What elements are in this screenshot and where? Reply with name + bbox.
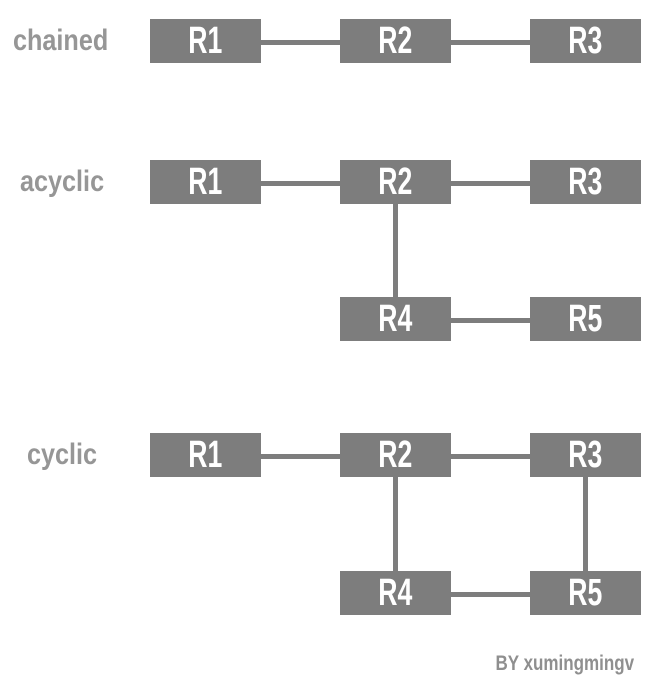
edge-cyclic-r3-r5 bbox=[583, 475, 588, 573]
node-cyclic-r5-label: R5 bbox=[568, 572, 603, 614]
byline: BY xumingmingv bbox=[463, 652, 634, 676]
node-chained-r1: R1 bbox=[150, 19, 261, 63]
node-cyclic-r1-label: R1 bbox=[188, 434, 223, 476]
node-chained-r3-label: R3 bbox=[568, 20, 603, 62]
node-cyclic-r2: R2 bbox=[340, 433, 451, 477]
edge-cyclic-r1-r2 bbox=[258, 454, 343, 459]
node-cyclic-r3-label: R3 bbox=[568, 434, 603, 476]
node-acyclic-r2: R2 bbox=[340, 160, 451, 204]
section-label-chained: chained bbox=[13, 19, 126, 63]
node-cyclic-r4: R4 bbox=[340, 571, 451, 615]
node-acyclic-r4-label: R4 bbox=[378, 298, 413, 340]
edge-chained-r1-r2 bbox=[258, 40, 343, 45]
node-cyclic-r1: R1 bbox=[150, 433, 261, 477]
node-chained-r2-label: R2 bbox=[378, 20, 413, 62]
node-chained-r2: R2 bbox=[340, 19, 451, 63]
edge-acyclic-r2-r3 bbox=[448, 181, 533, 186]
node-cyclic-r2-label: R2 bbox=[378, 434, 413, 476]
node-chained-r3: R3 bbox=[530, 19, 641, 63]
edge-chained-r2-r3 bbox=[448, 40, 533, 45]
node-acyclic-r5: R5 bbox=[530, 297, 641, 341]
node-acyclic-r3-label: R3 bbox=[568, 161, 603, 203]
edge-acyclic-r2-r4 bbox=[393, 202, 398, 299]
section-label-cyclic: cyclic bbox=[27, 433, 110, 477]
section-label-acyclic-text: acyclic bbox=[20, 165, 105, 198]
section-label-chained-text: chained bbox=[13, 24, 109, 57]
node-cyclic-r3: R3 bbox=[530, 433, 641, 477]
edge-cyclic-r2-r4 bbox=[393, 475, 398, 573]
node-cyclic-r5: R5 bbox=[530, 571, 641, 615]
edge-cyclic-r2-r3 bbox=[448, 454, 533, 459]
section-label-acyclic: acyclic bbox=[20, 160, 120, 204]
edge-acyclic-r1-r2 bbox=[258, 181, 343, 186]
node-acyclic-r1-label: R1 bbox=[188, 161, 223, 203]
node-acyclic-r1: R1 bbox=[150, 160, 261, 204]
node-chained-r1-label: R1 bbox=[188, 20, 223, 62]
node-acyclic-r5-label: R5 bbox=[568, 298, 603, 340]
edge-acyclic-r4-r5 bbox=[448, 318, 533, 323]
node-acyclic-r4: R4 bbox=[340, 297, 451, 341]
node-acyclic-r2-label: R2 bbox=[378, 161, 413, 203]
node-cyclic-r4-label: R4 bbox=[378, 572, 413, 614]
edge-cyclic-r4-r5 bbox=[448, 592, 533, 597]
byline-text: BY xumingmingv bbox=[495, 652, 634, 675]
node-acyclic-r3: R3 bbox=[530, 160, 641, 204]
section-label-cyclic-text: cyclic bbox=[27, 438, 98, 471]
